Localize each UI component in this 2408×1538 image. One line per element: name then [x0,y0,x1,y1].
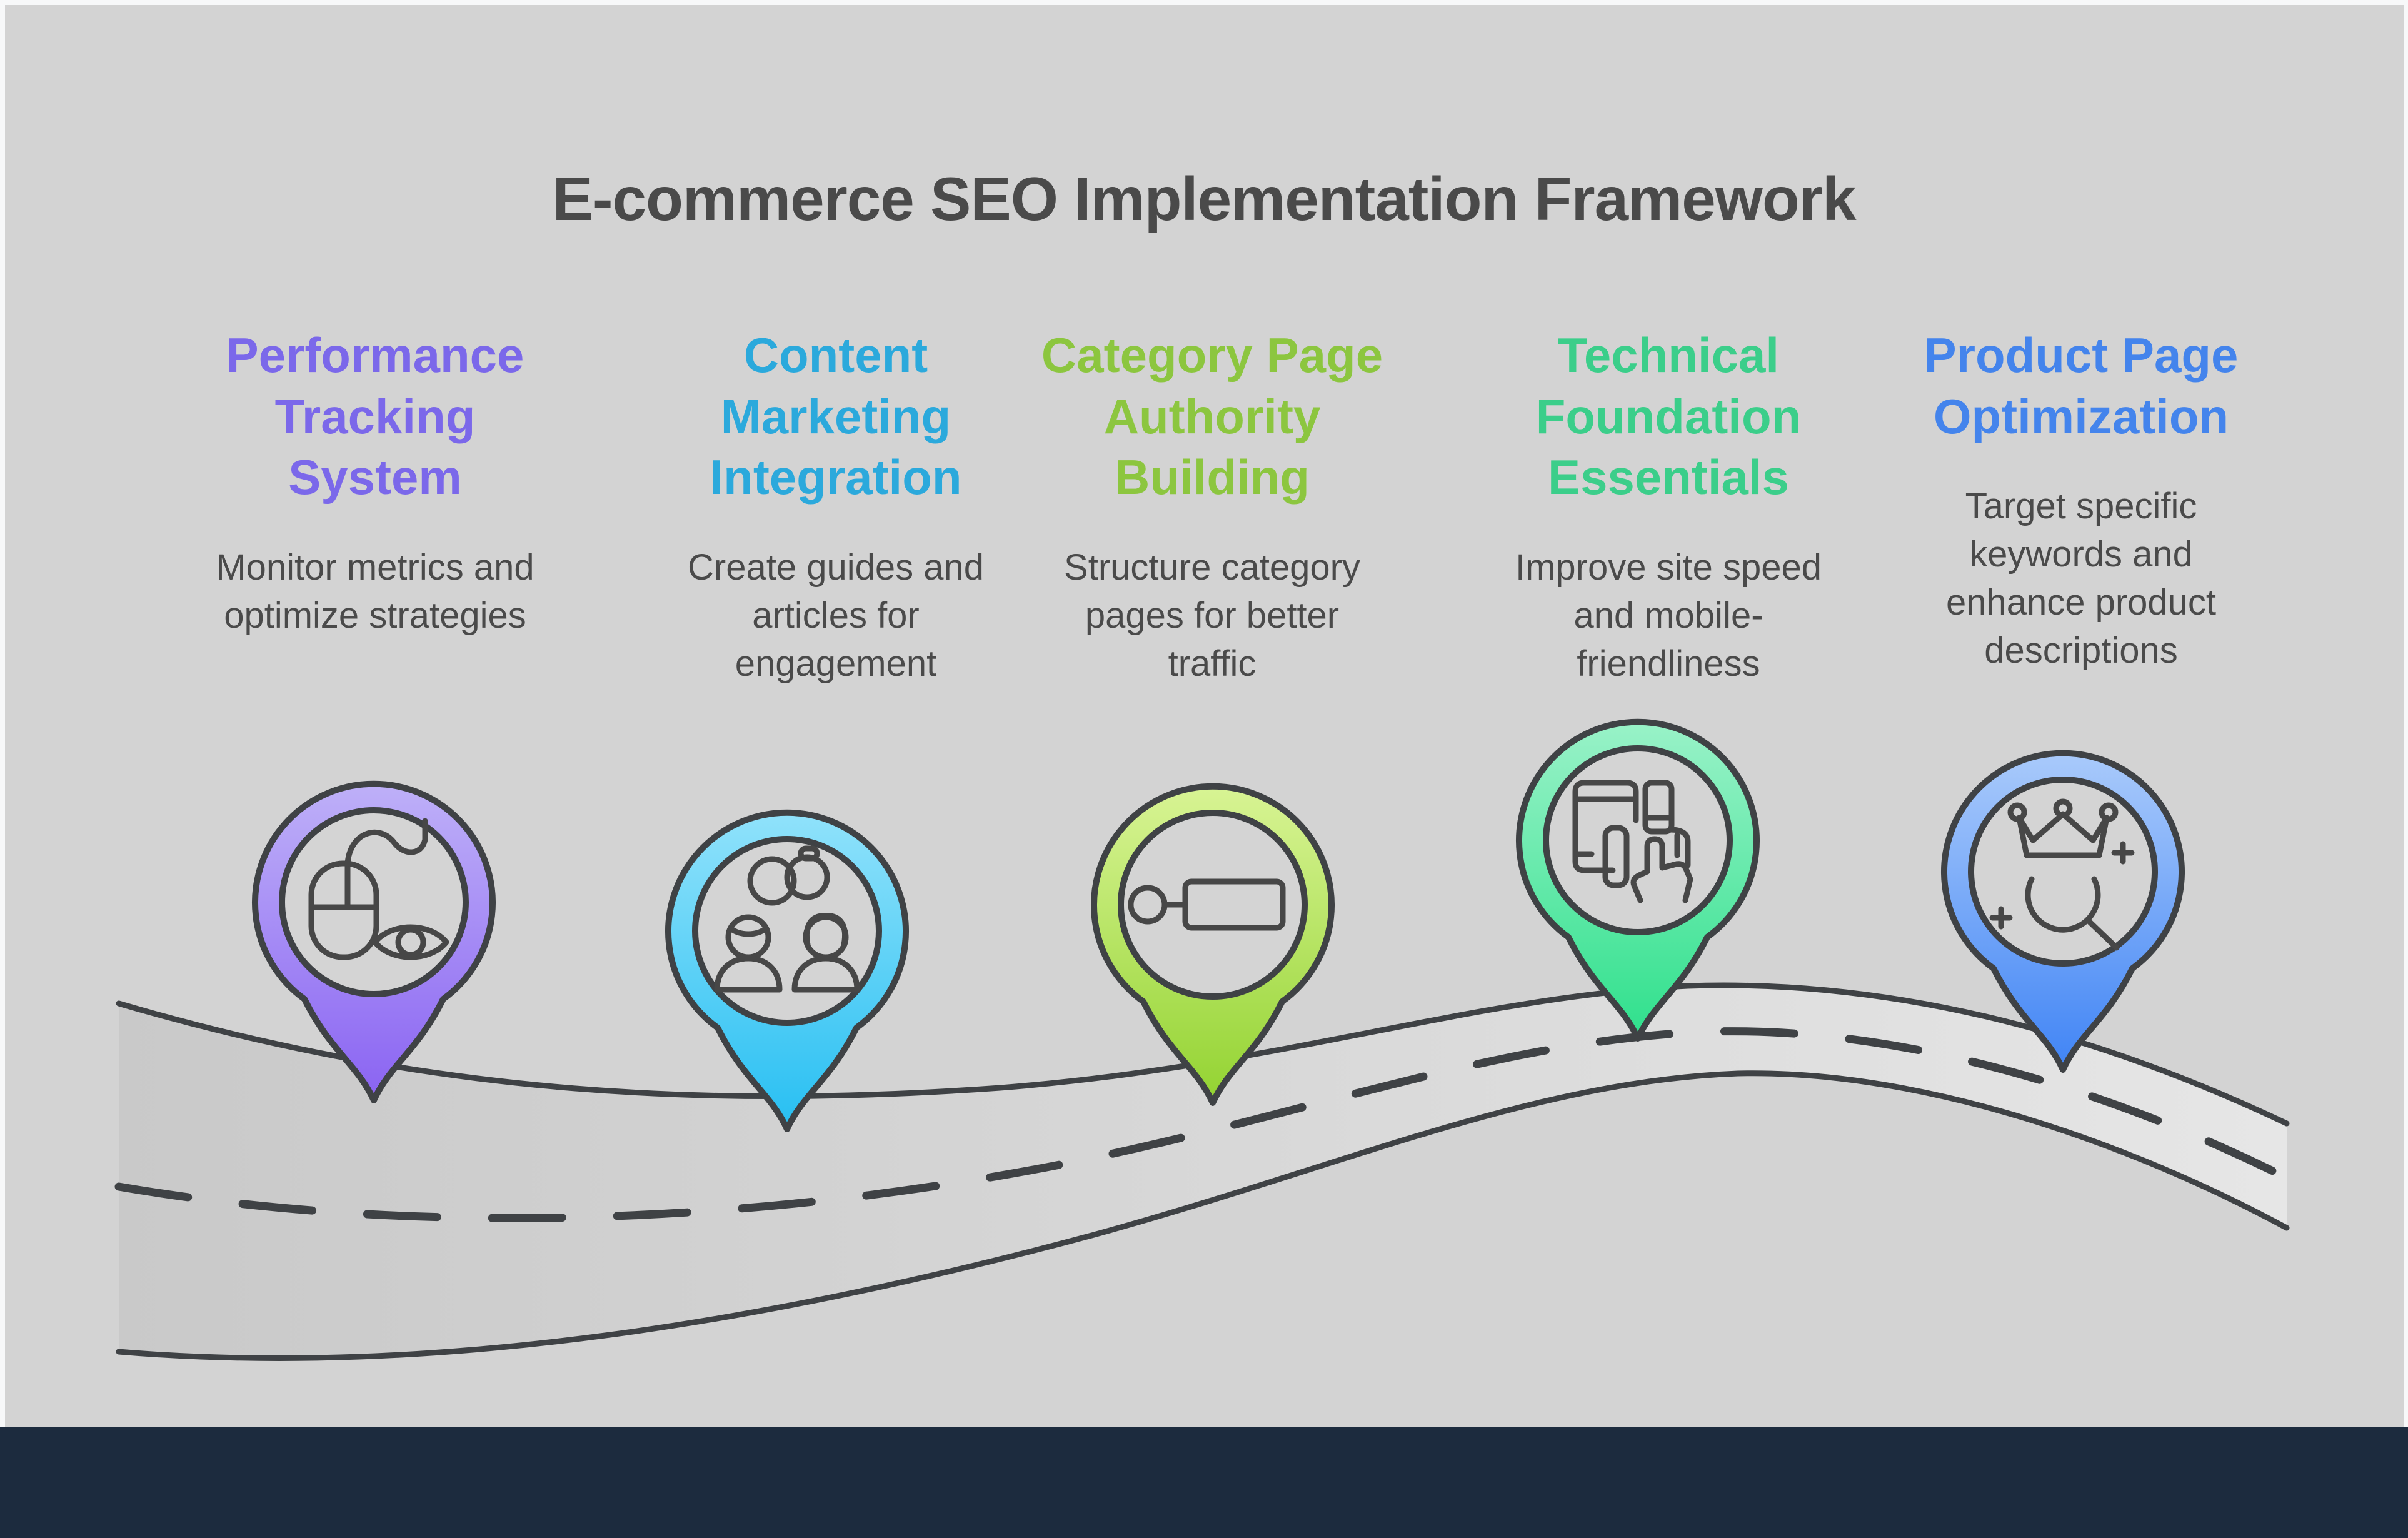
step-description: Target specific keywords and enhance pro… [1945,486,2217,671]
map-pin-technical [1516,718,1760,1042]
road-bottom-edge [116,1070,2290,1361]
step-description: Monitor metrics and optimize strategies [216,546,534,636]
map-pin-performance [252,780,496,1103]
step-heading: Content Marketing Integration [710,328,962,505]
step-column-content: Content Marketing Integration Create gui… [617,325,1055,688]
road-center-line [114,1027,2291,1222]
road-surface [119,985,2287,1359]
step-heading: Product Page Optimization [1924,328,2239,444]
pin-inner-circle [1543,745,1733,935]
footer-bar [0,1427,2408,1538]
step-column-category: Category Page Authority Building Structu… [993,325,1431,688]
pin-inner-circle [1118,810,1308,1000]
step-description: Improve site speed and mobile- friendlin… [1515,546,1822,684]
key-tag-icon [1128,878,1286,931]
map-pin-category [1091,783,1335,1106]
map-pin-content [665,809,909,1132]
road-top-edge [116,982,2290,1127]
road [114,982,2291,1361]
step-heading: Technical Foundation Essentials [1535,328,1802,505]
pin-inner-circle [692,836,882,1026]
step-description: Create guides and articles for engagemen… [688,546,984,684]
step-column-product: Product Page Optimization Target specifi… [1862,325,2300,675]
crown-search-icon [1989,798,2135,951]
devices-touch-icon [1572,780,1693,903]
step-heading: Category Page Authority Building [1041,328,1383,505]
people-link-icon [714,845,860,993]
step-heading: Performance Tracking System [226,328,524,505]
map-pin-product [1941,750,2185,1073]
step-column-technical: Technical Foundation Essentials Improve … [1450,325,1887,688]
pin-inner-circle [1968,777,2158,967]
step-column-performance: Performance Tracking System Monitor metr… [156,325,594,640]
step-description: Structure category pages for better traf… [1064,546,1360,684]
page-title: E-commerce SEO Implementation Framework [552,164,1857,233]
mouse-eye-icon [308,818,449,960]
